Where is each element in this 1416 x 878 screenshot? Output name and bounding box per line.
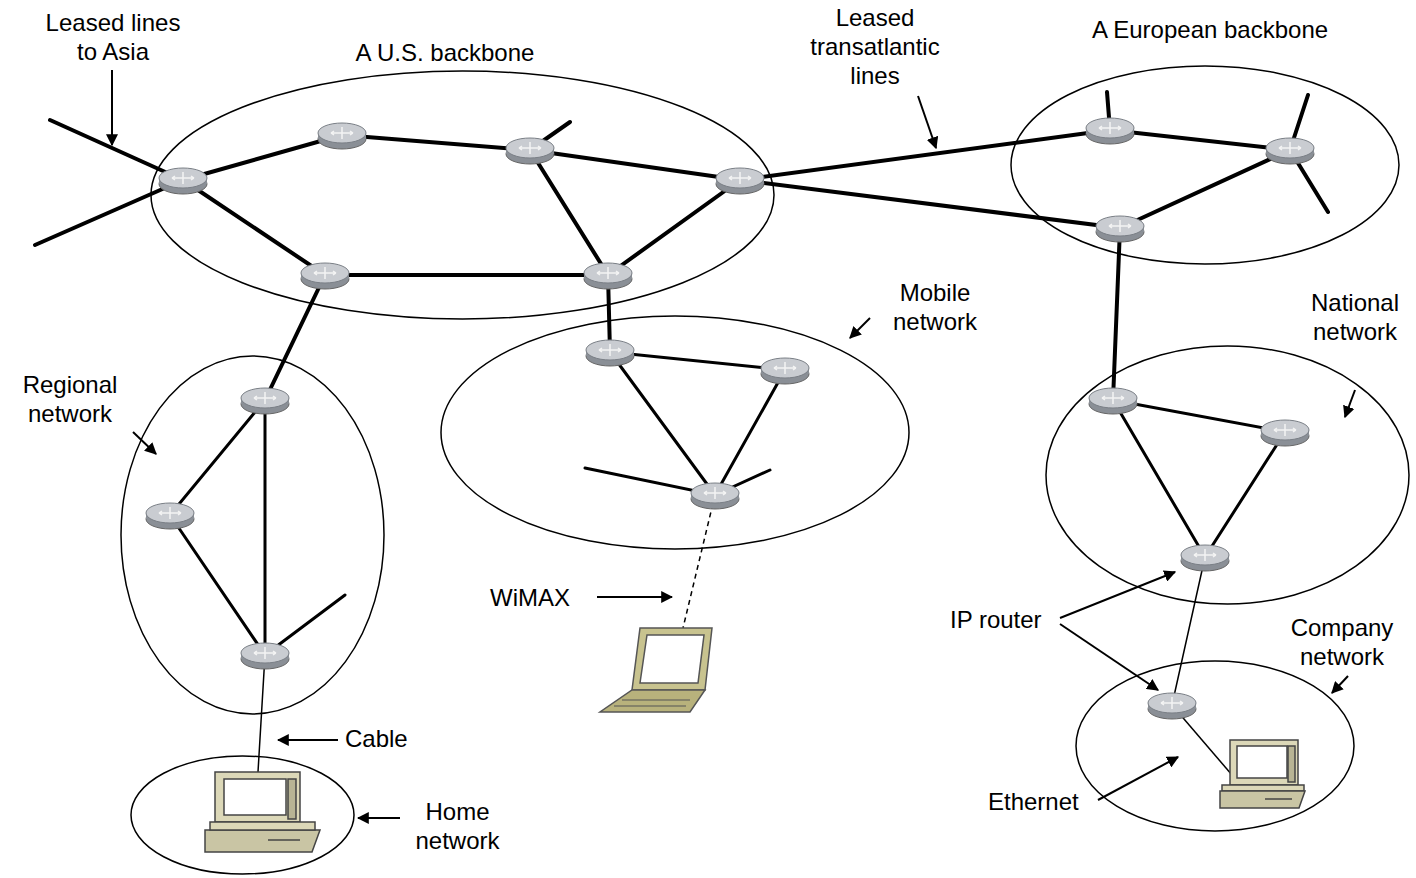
router-icon	[241, 643, 289, 669]
callout-arrow	[1060, 624, 1158, 690]
router-icon	[146, 503, 194, 529]
router-icon	[241, 388, 289, 414]
callout-arrow	[597, 596, 672, 598]
monitor-screen	[224, 779, 286, 815]
wimax-link	[683, 495, 715, 628]
region-outline	[130, 755, 355, 875]
router-icon	[1181, 545, 1229, 571]
region-ellipse	[1046, 346, 1409, 604]
callout-arrows	[112, 70, 1355, 818]
router-icon	[1089, 388, 1137, 414]
network-link	[740, 180, 1120, 228]
computer-base	[1220, 791, 1305, 808]
region-outline	[1010, 65, 1400, 265]
company-computer-icon	[1220, 740, 1305, 808]
callout-label: WiMAX	[490, 583, 570, 612]
region-label: Company network	[1282, 613, 1402, 671]
region-ellipse	[1011, 66, 1399, 264]
region-ellipse	[441, 316, 909, 549]
monitor-side	[288, 779, 296, 819]
mobile-network-links	[585, 352, 785, 495]
router-icon	[1096, 216, 1144, 242]
laptop-icon	[600, 628, 712, 712]
region-label: National network	[1300, 288, 1410, 346]
regional-network-region: Regional network	[120, 355, 385, 715]
us-backbone-links	[35, 120, 740, 275]
router-icon	[301, 263, 349, 289]
router-icon	[691, 483, 739, 509]
company-network-region: Company network	[1075, 660, 1355, 832]
region-label: Regional network	[10, 370, 130, 428]
callout-arrow	[1345, 390, 1355, 417]
laptop-display	[640, 635, 704, 683]
callout-arrow	[1060, 572, 1175, 618]
router-icon	[318, 123, 366, 149]
region-label: A U.S. backbone	[300, 38, 590, 67]
callout-label: Ethernet	[988, 787, 1079, 816]
region-ellipse	[121, 356, 384, 714]
router-icon	[1148, 693, 1196, 719]
region-outline	[1045, 345, 1410, 605]
monitor	[1230, 740, 1298, 785]
home-computer-icon	[205, 772, 320, 852]
callout-arrow	[278, 739, 338, 741]
regional-network-links	[170, 400, 345, 655]
callout-arrow	[850, 318, 870, 338]
monitor	[215, 772, 300, 822]
region-label: Mobile network	[880, 278, 990, 336]
drive-slot	[1265, 798, 1292, 800]
computer-base	[205, 830, 320, 852]
computer-top	[210, 822, 315, 830]
region-ellipse	[131, 756, 354, 874]
region-ellipse	[1076, 661, 1354, 831]
callout-label: Leased lines to Asia	[38, 8, 188, 66]
router-icon	[761, 358, 809, 384]
monitor-screen	[1237, 746, 1287, 778]
router-icon	[1261, 420, 1309, 446]
national-network-links	[1113, 400, 1285, 557]
router-icon	[1086, 118, 1134, 144]
region-outline	[150, 70, 775, 320]
router-icon	[586, 340, 634, 366]
laptop-screen	[632, 628, 712, 690]
computer-top	[1222, 785, 1304, 791]
region-label: Home network	[405, 797, 510, 855]
callout-label: IP router	[950, 605, 1042, 634]
network-link	[1172, 557, 1205, 705]
callout-label: Leased transatlantic lines	[800, 3, 950, 90]
region-label: A European backbone	[1070, 15, 1350, 44]
european-backbone-links	[1107, 92, 1328, 228]
national-network-region: National network	[1045, 345, 1410, 605]
router-icon	[1266, 138, 1314, 164]
callout-label: Cable	[345, 724, 408, 753]
european-backbone-region: A European backbone	[1010, 65, 1400, 265]
monitor-side	[1288, 746, 1295, 782]
router-icon	[716, 168, 764, 194]
home-network-region: Home network	[130, 755, 355, 875]
callout-arrow	[358, 817, 400, 819]
region-outline	[120, 355, 385, 715]
callout-arrow	[1332, 676, 1348, 693]
callout-arrow	[918, 96, 936, 148]
region-ellipse	[151, 71, 774, 319]
laptop-keys	[614, 700, 690, 706]
network-link	[740, 130, 1110, 180]
router-icon	[584, 263, 632, 289]
callout-arrow	[111, 70, 113, 145]
callout-arrow	[1098, 757, 1178, 800]
routers	[146, 118, 1314, 719]
us-backbone-region: A U.S. backbone	[150, 70, 775, 320]
drive-slot	[268, 839, 300, 841]
router-icon	[506, 138, 554, 164]
laptop-base	[600, 690, 705, 712]
mobile-network-region: Mobile network	[440, 315, 910, 550]
router-icon	[159, 168, 207, 194]
region-outline	[440, 315, 910, 550]
region-outline	[1075, 660, 1355, 832]
